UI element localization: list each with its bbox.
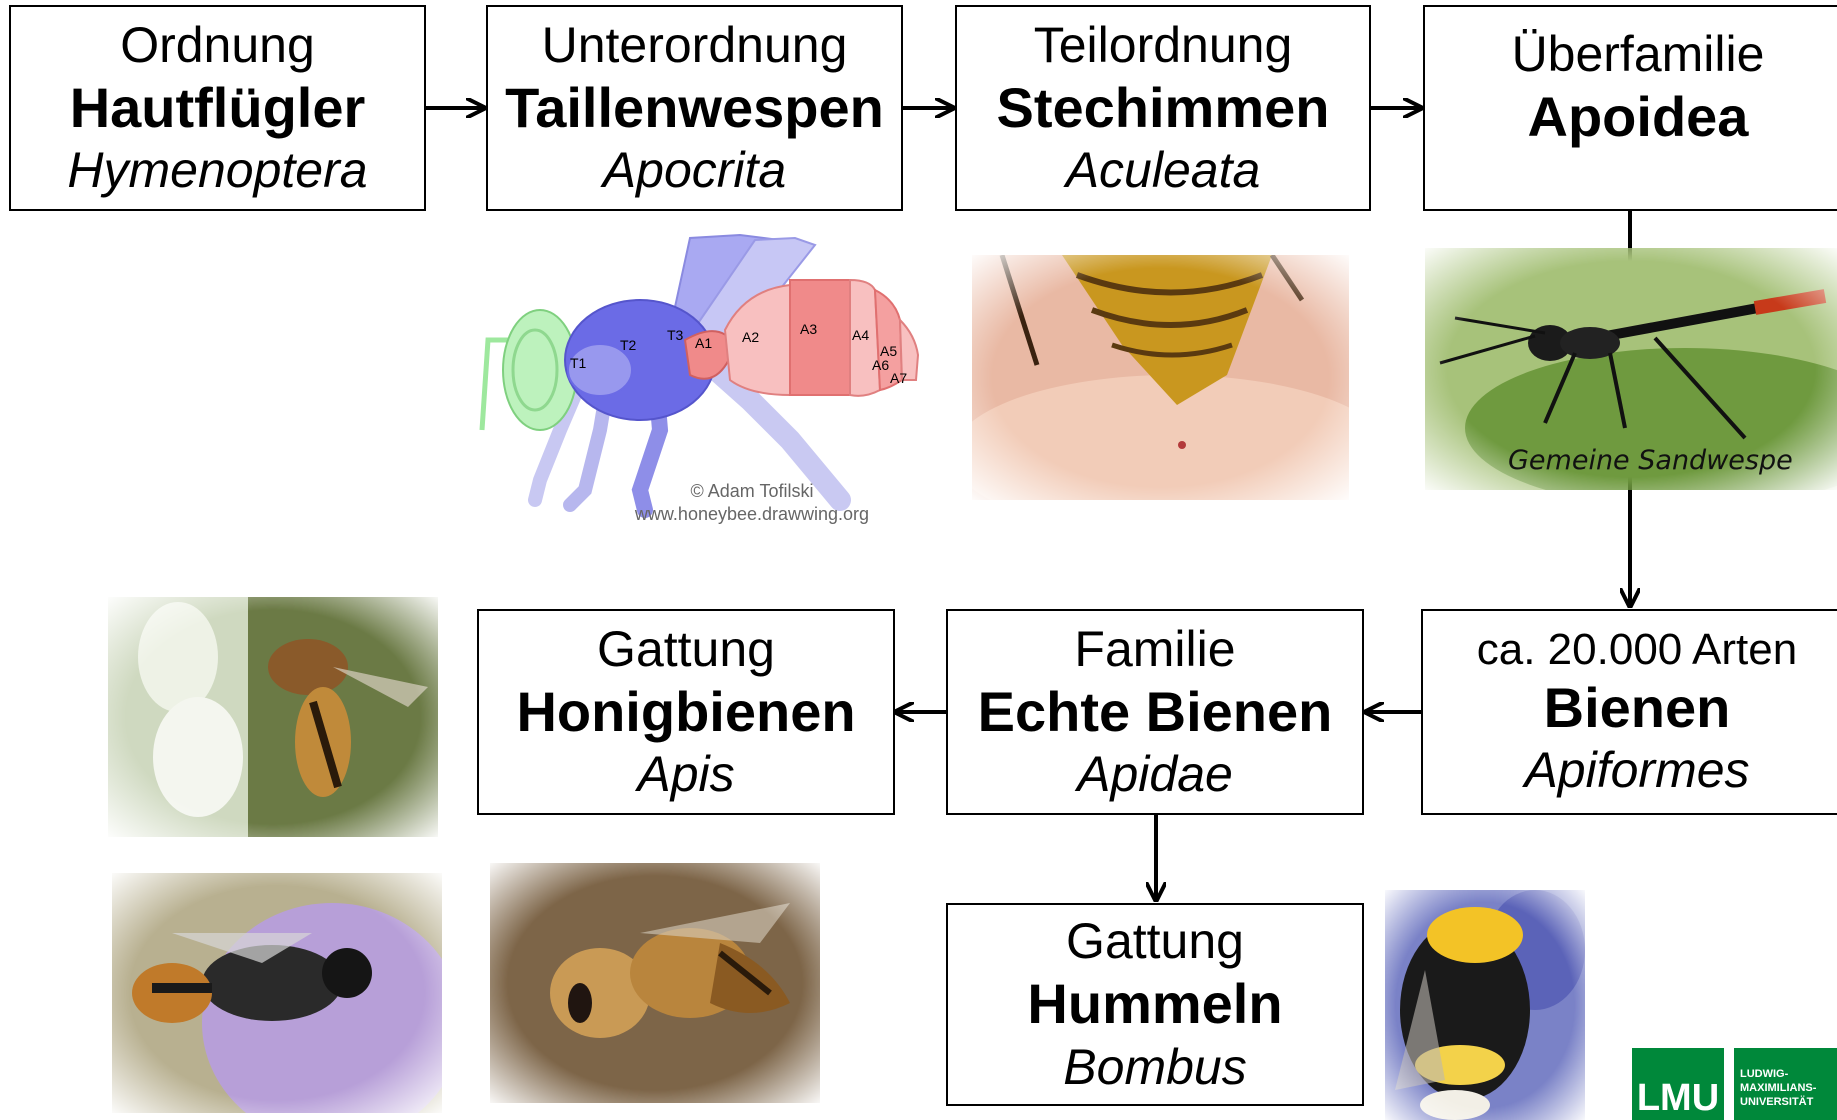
box-unterordnung: Unterordnung Taillenwespen Apocrita [486,5,903,211]
label-a2: A2 [742,329,759,345]
taxon-name: Hautflügler [70,75,366,141]
box-bienen: ca. 20.000 Arten Bienen Apiformes [1421,609,1837,815]
latin-name: Hymenoptera [67,141,367,200]
label-a3: A3 [800,321,817,337]
bee-purple-flower-photo [112,873,442,1113]
lmu-logo-line1: LUDWIG- [1740,1068,1837,1082]
taxon-name: Stechimmen [997,75,1330,141]
lmu-logo-line3: UNIVERSITÄT [1740,1096,1837,1110]
label-t2: T2 [620,337,637,353]
lmu-logo-text: LUDWIG- MAXIMILIANS- UNIVERSITÄT [1734,1048,1837,1120]
box-ordnung: Ordnung Hautflügler Hymenoptera [9,5,426,211]
latin-name: Apocrita [603,141,786,200]
box-honigbienen: Gattung Honigbienen Apis [477,609,895,815]
lmu-logo: LMU LUDWIG- MAXIMILIANS- UNIVERSITÄT [1632,1048,1837,1120]
wasp-sting-photo [972,255,1349,500]
latin-name: Apidae [1077,745,1233,804]
rank-label: Familie [1074,620,1235,679]
credit-author: © Adam Tofilski [602,480,902,503]
lmu-logo-mark: LMU [1632,1048,1724,1120]
diagram-credit: © Adam Tofilski www.honeybee.drawwing.or… [602,480,902,525]
taxon-name: Taillenwespen [505,75,884,141]
bee-anatomy-diagram: T1 T2 T3 A1 A2 A3 A4 A5 A6 A7 [470,230,920,520]
taxon-name: Honigbienen [516,679,855,745]
rank-label: Gattung [597,620,775,679]
latin-name: Apiformes [1524,741,1749,800]
label-a4: A4 [852,327,869,343]
credit-site: www.honeybee.drawwing.org [602,503,902,526]
rank-label: Teilordnung [1034,16,1293,75]
box-ueberfamilie: Überfamilie Apoidea [1423,5,1837,211]
rank-label: Ordnung [120,16,315,75]
label-t1: T1 [570,355,587,371]
box-teilordnung: Teilordnung Stechimmen Aculeata [955,5,1371,211]
latin-name: Apis [637,745,734,804]
lmu-logo-line2: MAXIMILIANS- [1740,1082,1837,1096]
honeybee-closeup-photo [490,863,820,1103]
taxon-name: Echte Bienen [978,679,1333,745]
label-a6: A6 [872,357,889,373]
label-a1: A1 [695,335,712,351]
latin-name: Bombus [1063,1038,1246,1097]
rank-label: ca. 20.000 Arten [1477,624,1797,676]
box-familie: Familie Echte Bienen Apidae [946,609,1364,815]
bumblebee-photo [1385,890,1585,1120]
taxon-name: Bienen [1544,675,1731,741]
label-t3: T3 [667,327,684,343]
label-a7: A7 [890,370,907,386]
taxon-name: Apoidea [1528,84,1749,150]
latin-name: Aculeata [1066,141,1261,200]
sandwasp-caption: Gemeine Sandwespe [1508,445,1793,476]
box-hummeln: Gattung Hummeln Bombus [946,903,1364,1106]
rank-label: Überfamilie [1512,25,1765,84]
honeybee-flower-photo [108,597,438,837]
taxon-name: Hummeln [1027,971,1282,1037]
rank-label: Gattung [1066,912,1244,971]
rank-label: Unterordnung [542,16,848,75]
